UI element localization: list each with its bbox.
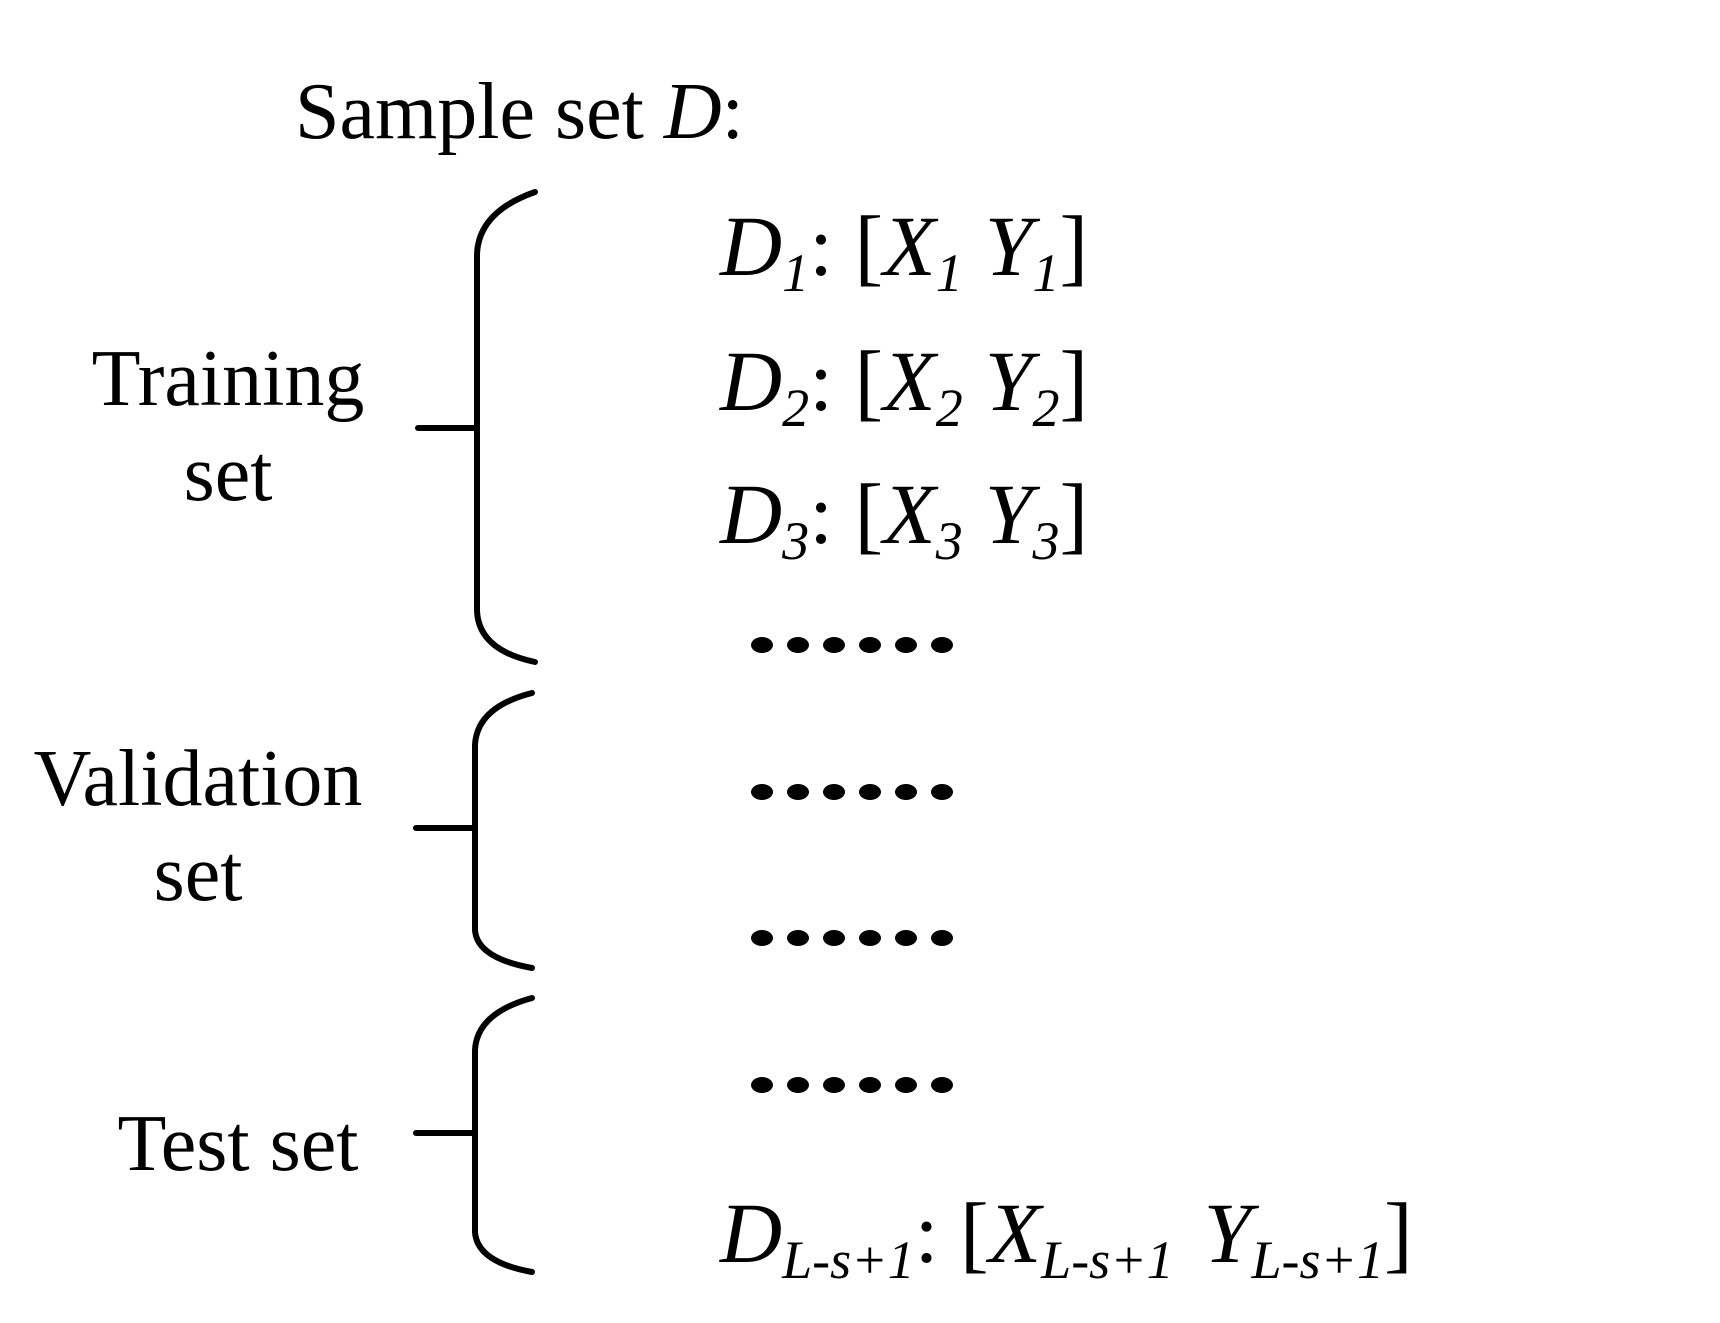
sample-x-symbol: X [880, 198, 939, 294]
training-label-line1: Training [92, 335, 365, 423]
title: Sample set D: [295, 68, 744, 156]
sample-x-symbol: X [986, 1185, 1045, 1281]
sample-d-index: 1 [782, 243, 809, 303]
sample-close-bracket: ] [1060, 466, 1089, 562]
sample-close-bracket: ] [1060, 333, 1089, 429]
ellipsis-1: …… [751, 637, 953, 653]
sample-d-index: L-s+1 [781, 1230, 914, 1290]
sample-x-index: 3 [935, 511, 963, 571]
title-suffix: : [722, 68, 744, 156]
sample-y-symbol: Y [985, 466, 1041, 562]
sample-x-index: 1 [936, 243, 963, 303]
sample-d-symbol: D [719, 1185, 782, 1281]
validation-label-line2: set [154, 830, 243, 918]
sample-d-index: 2 [782, 378, 809, 438]
sample-x-index: 2 [936, 378, 963, 438]
test-label: Test set [117, 1100, 358, 1188]
ellipsis-3: …… [751, 930, 953, 946]
sample-close-bracket: ] [1060, 198, 1089, 294]
sample-y-symbol: Y [985, 198, 1041, 294]
training-label-line2: set [184, 430, 273, 518]
training-brace [415, 189, 538, 665]
sample-close-bracket: ] [1384, 1185, 1413, 1281]
sample-y-symbol: Y [985, 333, 1041, 429]
sample-y-index: 1 [1033, 243, 1060, 303]
sample-y-symbol: Y [1204, 1185, 1260, 1281]
sample-separator: : [ [809, 333, 883, 429]
sample-y-index: 3 [1032, 511, 1060, 571]
title-symbol: D [663, 68, 722, 156]
sample-y-index: 2 [1033, 378, 1060, 438]
ellipsis-2: …… [751, 784, 953, 800]
title-prefix: Sample set [295, 68, 664, 156]
validation-brace [413, 690, 535, 971]
test-brace [413, 995, 535, 1275]
sample-x-symbol: X [880, 466, 939, 562]
ellipsis-4: …… [751, 1077, 953, 1093]
sample-separator: : [ [915, 1185, 989, 1281]
sample-y-index: L-s+1 [1250, 1230, 1383, 1290]
sample-d-symbol: D [719, 333, 782, 429]
validation-label-line1: Validation [34, 735, 363, 823]
sample-d-symbol: D [719, 198, 782, 294]
sample-d-symbol: D [719, 466, 782, 562]
sample-d-index: 3 [781, 511, 809, 571]
sample-x-symbol: X [880, 333, 939, 429]
sample-separator: : [ [809, 198, 883, 294]
sample-x-index: L-s+1 [1040, 1230, 1173, 1290]
sample-separator: : [ [809, 466, 883, 562]
